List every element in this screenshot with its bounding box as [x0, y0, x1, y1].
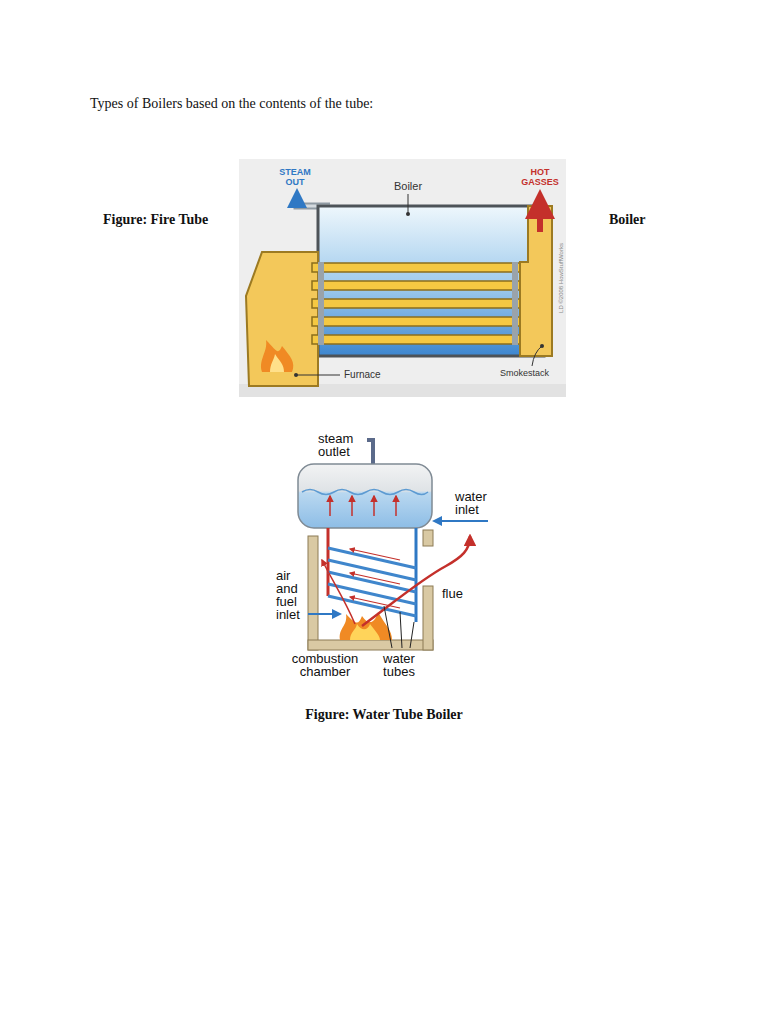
watermark: LD ©2008 HowStuffWorks — [558, 233, 564, 323]
part-label: flue — [442, 586, 463, 601]
part-label: HOT GASSES — [518, 167, 562, 187]
figure-caption: Figure: Water Tube Boiler — [234, 707, 534, 723]
fire-tube-boiler — [239, 159, 566, 397]
part-label: Boiler — [388, 180, 428, 192]
part-label: Smokestack — [500, 368, 549, 378]
part-label: water tubes — [374, 652, 424, 678]
page-heading: Types of Boilers based on the contents o… — [90, 96, 373, 112]
part-label: Furnace — [344, 369, 381, 380]
part-label: combustion chamber — [282, 652, 368, 678]
figure-caption: Boiler — [609, 212, 646, 228]
part-label: STEAM OUT — [275, 167, 315, 187]
water-tube-boiler — [298, 440, 488, 650]
figure-caption: Figure: Fire Tube — [103, 212, 208, 228]
part-label: air and fuel inlet — [276, 569, 306, 621]
part-label: water inlet — [455, 490, 497, 516]
part-label: steam outlet — [318, 432, 364, 458]
